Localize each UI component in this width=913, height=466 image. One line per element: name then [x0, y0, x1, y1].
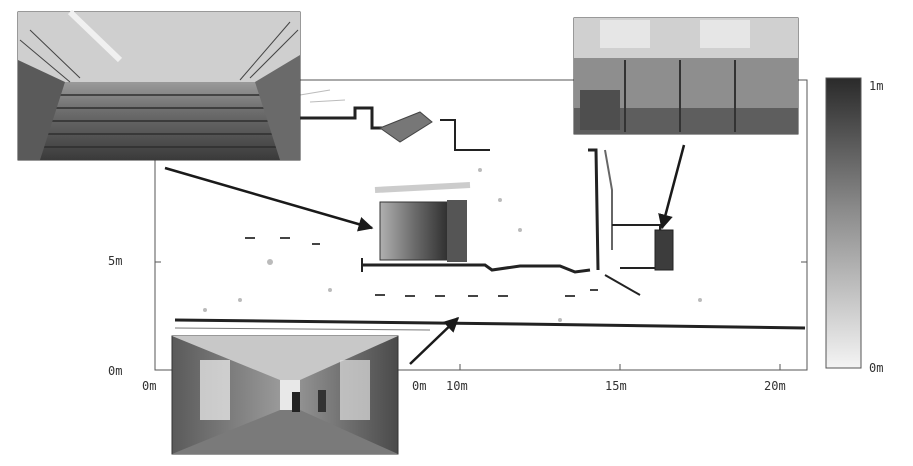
pointer-arrows: [164, 144, 686, 365]
x-tick-0m: 0m: [142, 379, 156, 393]
x-axis: 0m 10m 15m 20m 0m: [142, 364, 786, 393]
staircase-photo: [17, 9, 301, 161]
x-tick-10m: 10m: [446, 379, 468, 393]
room-photo: [573, 17, 799, 135]
colorbar-min-label: 0m: [869, 361, 883, 375]
y-tick-5m: 5m: [108, 254, 122, 268]
y-axis: 5m 0m: [108, 254, 807, 378]
x-tick-20m: 20m: [764, 379, 786, 393]
x-tick-15m: 15m: [605, 379, 627, 393]
colorbar: 1m 0m: [825, 77, 883, 375]
colorbar-max-label: 1m: [869, 79, 883, 93]
y-tick-0m: 0m: [108, 364, 122, 378]
x-tick-partial: 0m: [412, 379, 426, 393]
central-block: [379, 201, 451, 261]
corridor-photo: [171, 335, 399, 455]
occupancy-map: [174, 89, 806, 331]
